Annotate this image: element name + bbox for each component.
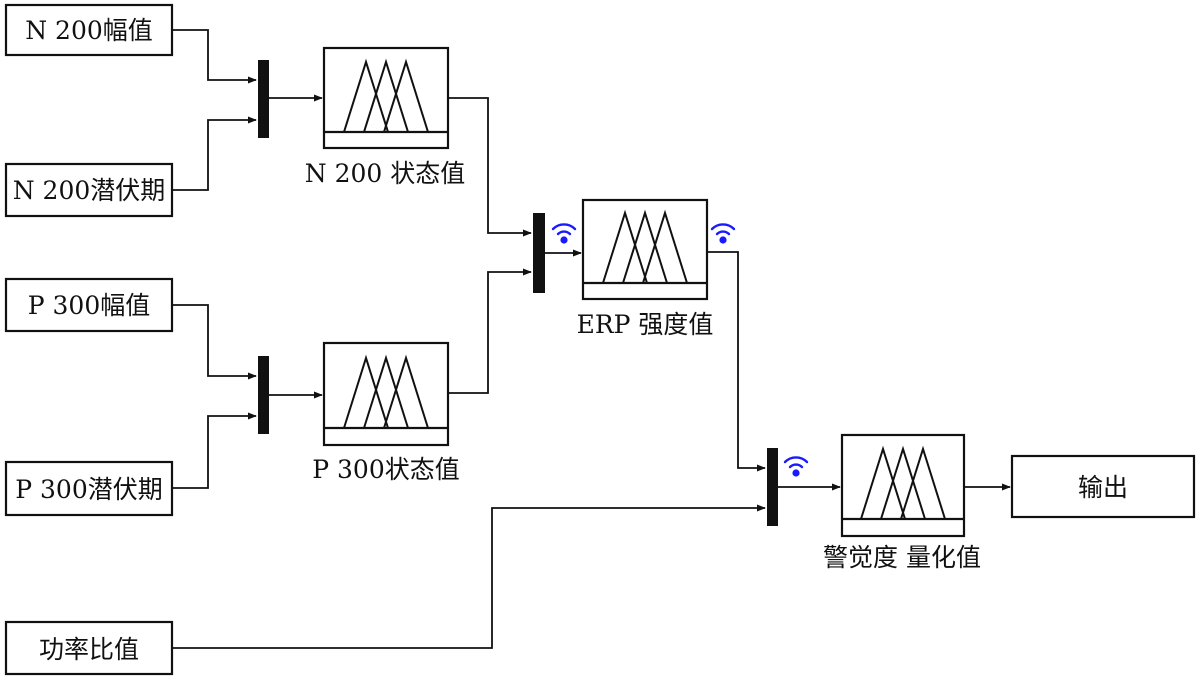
- output-label: 输出: [1078, 473, 1128, 502]
- wire-n200-amplitude: [172, 29, 257, 84]
- input-label-n200-latency: N 200潜伏期: [13, 176, 166, 205]
- block-label-erp-intensity: ERP 强度值: [577, 310, 714, 339]
- mux-bar-p300: [258, 356, 269, 434]
- mux-bar-n200: [258, 60, 269, 138]
- fuzzy-block-alertness: 警觉度 量化值: [823, 433, 981, 572]
- wifi-signal-icon: [551, 223, 577, 244]
- mux-bar-alertness: [767, 448, 778, 526]
- input-box-n200-latency: N 200潜伏期: [4, 162, 174, 218]
- input-box-p300-latency: P 300潜伏期: [4, 460, 174, 517]
- wire-erp-to-alertness: [707, 251, 766, 472]
- wifi-signal-icon: [710, 223, 736, 244]
- block-label-n200-state: N 200 状态值: [305, 159, 466, 188]
- fuzzy-block-erp-intensity: ERP 强度值: [577, 198, 714, 339]
- wire-p300-state-to-erp: [448, 268, 532, 394]
- fuzzy-block-p300-state: P 300状态值: [312, 341, 460, 484]
- input-label-power-ratio: 功率比值: [39, 635, 139, 664]
- wire-n200-latency: [172, 116, 257, 191]
- wire-power-ratio: [172, 504, 766, 649]
- input-box-p300-amplitude: P 300幅值: [4, 277, 174, 333]
- wire-p300-amplitude: [172, 304, 257, 380]
- mux-bar-erp: [533, 213, 545, 293]
- input-box-n200-amplitude: N 200幅值: [4, 3, 174, 57]
- block-label-alertness: 警觉度 量化值: [823, 543, 981, 572]
- input-label-p300-latency: P 300潜伏期: [15, 475, 163, 504]
- input-label-n200-amplitude: N 200幅值: [25, 16, 153, 45]
- wire-p300-latency: [172, 412, 257, 489]
- input-label-p300-amplitude: P 300幅值: [28, 291, 151, 320]
- output-box: 输出: [1010, 454, 1196, 519]
- wire-n200-state-to-erp: [448, 97, 532, 237]
- input-box-power-ratio: 功率比值: [4, 620, 174, 676]
- block-label-p300-state: P 300状态值: [312, 455, 460, 484]
- fuzzy-block-n200-state: N 200 状态值: [305, 46, 466, 188]
- wifi-signal-icon: [783, 456, 809, 477]
